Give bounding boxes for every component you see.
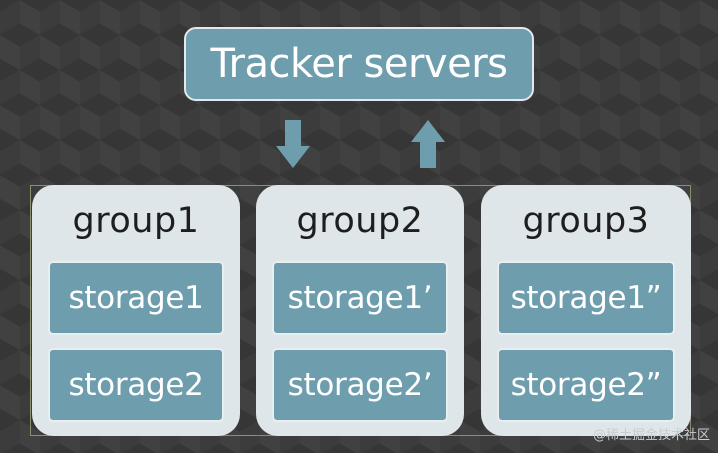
arrow-down-icon bbox=[276, 120, 310, 168]
tracker-servers-box: Tracker servers bbox=[184, 27, 534, 101]
storage-box: storage2’ bbox=[272, 348, 448, 422]
storage-box: storage2” bbox=[497, 348, 675, 422]
group-card-3: group3 storage1” storage2” bbox=[481, 185, 691, 436]
storage-label: storage2’ bbox=[287, 367, 433, 403]
storage-label: storage1” bbox=[510, 280, 662, 316]
storage-box: storage1 bbox=[48, 261, 224, 335]
storage-label: storage1 bbox=[68, 280, 204, 316]
arrow-up-icon bbox=[411, 120, 445, 168]
tracker-servers-label: Tracker servers bbox=[210, 41, 508, 87]
storage-box: storage1’ bbox=[272, 261, 448, 335]
watermark-text: @稀土掘金技术社区 bbox=[592, 428, 710, 443]
group-title: group1 bbox=[72, 201, 200, 241]
storage-box: storage1” bbox=[497, 261, 675, 335]
group-title: group2 bbox=[296, 201, 424, 241]
storage-label: storage2” bbox=[510, 367, 662, 403]
group-title: group3 bbox=[522, 201, 650, 241]
group-card-1: group1 storage1 storage2 bbox=[32, 185, 240, 436]
group-card-2: group2 storage1’ storage2’ bbox=[256, 185, 464, 436]
storage-label: storage1’ bbox=[287, 280, 433, 316]
storage-box: storage2 bbox=[48, 348, 224, 422]
storage-label: storage2 bbox=[68, 367, 204, 403]
